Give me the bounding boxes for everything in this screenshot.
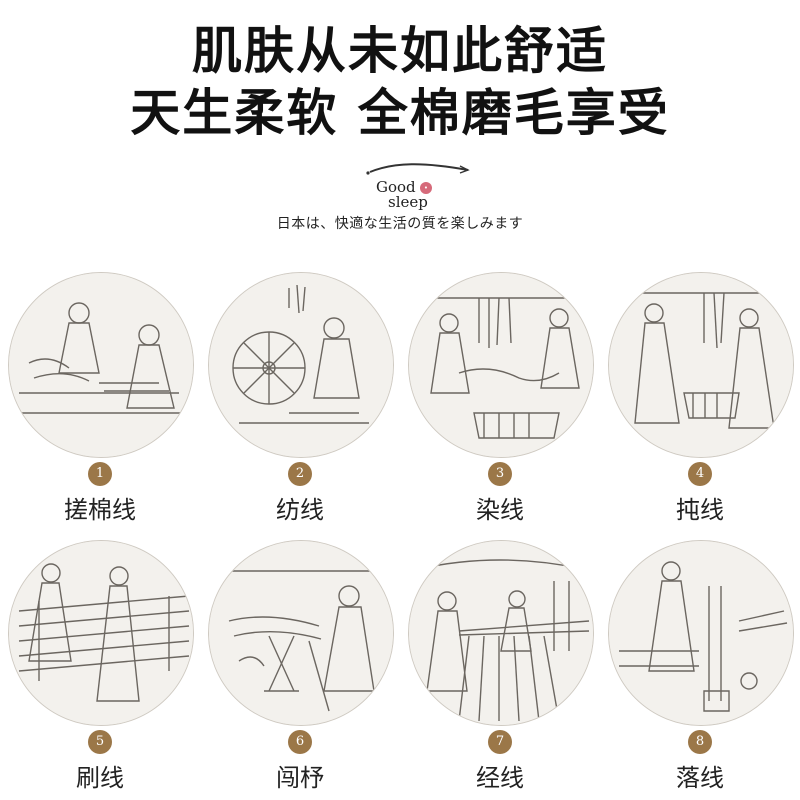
step-number-badge: 6 [288, 730, 312, 754]
step-illustration-7 [408, 540, 594, 726]
step-panel-7: 7 经线 [400, 540, 600, 800]
step-label: 经线 [476, 764, 524, 792]
headline-line-1: 肌肤从未如此舒适 [192, 22, 608, 80]
swoosh-icon [366, 163, 470, 175]
step-label: 刷线 [76, 764, 124, 792]
brand-mark-icon: • [420, 182, 432, 194]
step-panel-3: 3 染线 [400, 272, 600, 532]
step-panel-5: 5 刷线 [0, 540, 200, 800]
step-panel-1: 1 搓棉线 [0, 272, 200, 532]
step-illustration-3 [408, 272, 594, 458]
step-number-badge: 5 [88, 730, 112, 754]
step-label: 搓棉线 [64, 496, 136, 524]
brand-logo: Good • sleep [360, 158, 480, 218]
step-illustration-2 [208, 272, 394, 458]
brand-word-sleep: sleep [388, 193, 428, 211]
step-number-badge: 4 [688, 462, 712, 486]
step-number-badge: 2 [288, 462, 312, 486]
step-illustration-5 [8, 540, 194, 726]
step-label: 闯杼 [276, 764, 324, 792]
step-label: 纺线 [276, 496, 324, 524]
step-label: 染线 [476, 496, 524, 524]
step-panel-6: 6 闯杼 [200, 540, 400, 800]
brand-tagline: 日本は、快適な生活の質を楽しみます [276, 216, 524, 232]
headline-line-2: 天生柔软 全棉磨毛享受 [130, 84, 670, 142]
step-number-badge: 8 [688, 730, 712, 754]
step-number-badge: 7 [488, 730, 512, 754]
step-illustration-1 [8, 272, 194, 458]
step-label: 扽线 [676, 496, 724, 524]
step-number-badge: 3 [488, 462, 512, 486]
step-number-badge: 1 [88, 462, 112, 486]
brand-word-good: Good [376, 178, 416, 196]
step-panel-2: 2 纺线 [200, 272, 400, 532]
step-panel-4: 4 扽线 [600, 272, 800, 532]
step-label: 落线 [676, 764, 724, 792]
step-illustration-6 [208, 540, 394, 726]
step-illustration-4 [608, 272, 794, 458]
step-illustration-8 [608, 540, 794, 726]
step-panel-8: 8 落线 [600, 540, 800, 800]
